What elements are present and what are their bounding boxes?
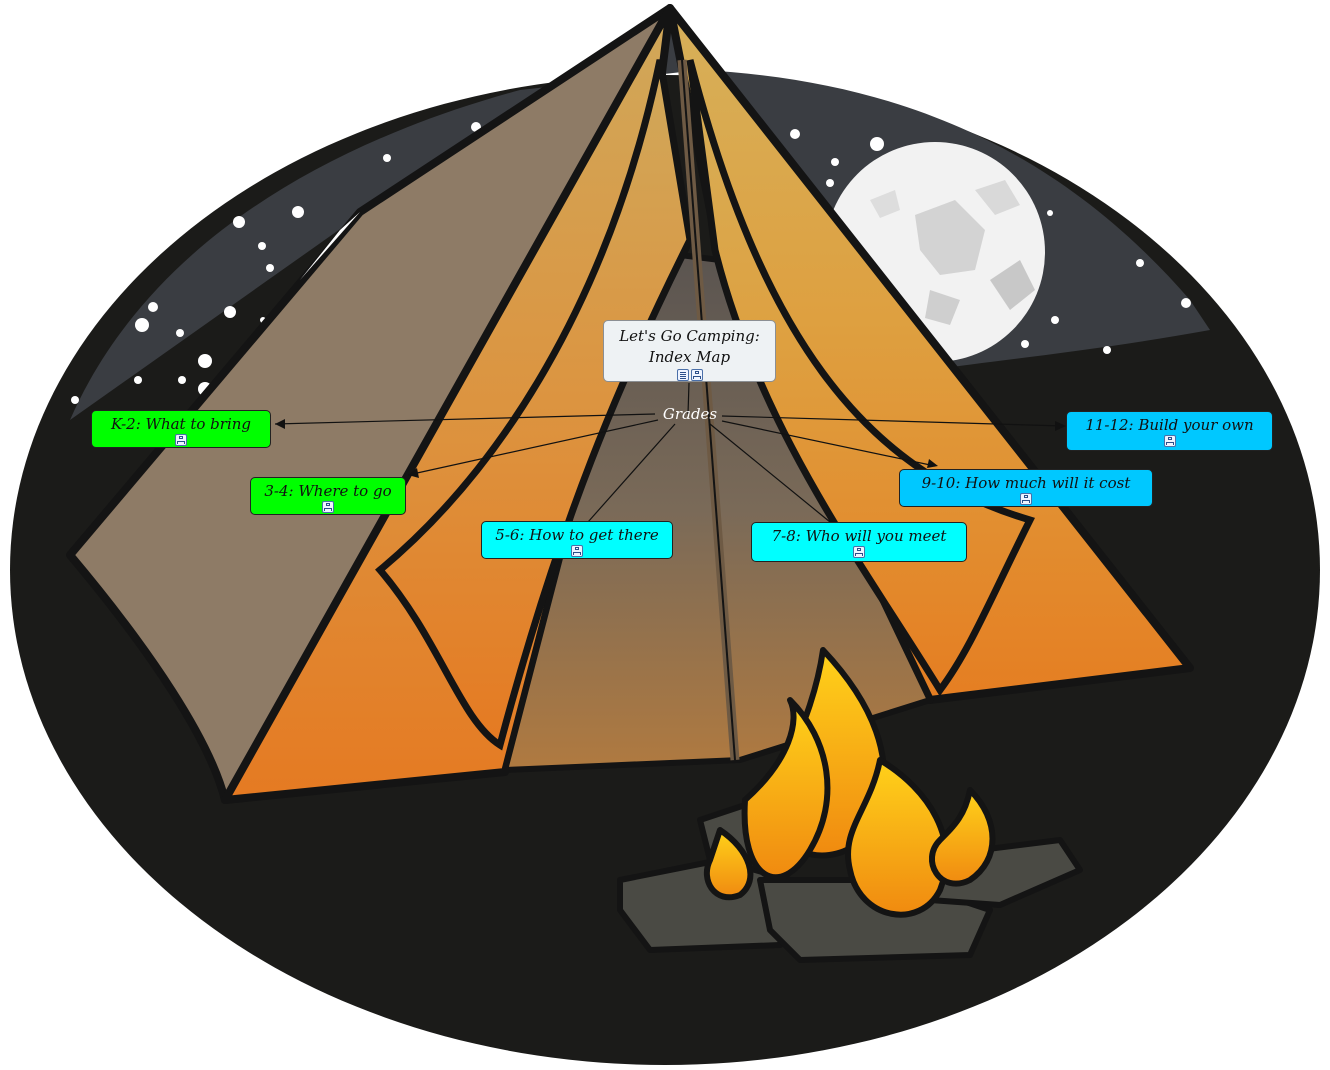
topic-label: 5-6: How to get there (495, 526, 659, 544)
topic-node-9-10[interactable]: 9-10: How much will it cost (899, 469, 1153, 507)
root-topic-title: Let's Go Camping: Index Map (619, 327, 760, 366)
tent-ridge-highlight (300, 212, 360, 280)
map-icon[interactable] (571, 545, 583, 557)
topic-label: 7-8: Who will you meet (771, 527, 947, 545)
tent-pole-outline (681, 59, 736, 761)
grades-hub-label: Grades (662, 405, 718, 423)
topic-node-3-4[interactable]: 3-4: Where to go (250, 477, 406, 515)
map-icon[interactable] (322, 501, 334, 513)
map-icon[interactable] (1020, 493, 1032, 505)
connector-lines (274, 382, 1065, 523)
topic-node-k2[interactable]: K-2: What to bring (91, 410, 271, 448)
topic-node-11-12[interactable]: 11-12: Build your own (1066, 411, 1273, 451)
tent-flap-left (375, 59, 694, 751)
arrowheads (275, 419, 1066, 478)
map-icon[interactable] (1163, 435, 1176, 447)
topic-node-5-6[interactable]: 5-6: How to get there (481, 521, 673, 559)
map-icon[interactable] (853, 546, 865, 558)
root-topic-node[interactable]: Let's Go Camping: Index Map (603, 320, 776, 382)
map-icon[interactable] (175, 434, 187, 446)
topic-node-7-8[interactable]: 7-8: Who will you meet (751, 522, 967, 562)
campfire-flames (703, 647, 996, 918)
topic-label: 11-12: Build your own (1085, 416, 1254, 434)
notes-icon[interactable] (676, 369, 689, 381)
topic-label: K-2: What to bring (110, 415, 252, 433)
map-icon[interactable] (690, 369, 703, 381)
topic-label: 3-4: Where to go (264, 482, 392, 500)
topic-label: 9-10: How much will it cost (921, 474, 1131, 492)
